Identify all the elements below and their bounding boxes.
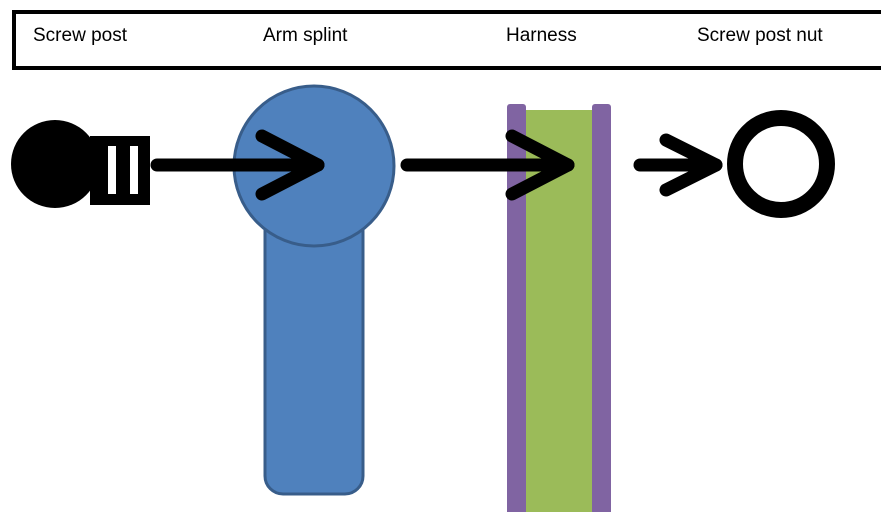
arrow-to-arm-splint (150, 129, 325, 201)
arrow-head (255, 129, 325, 201)
arrow-head (659, 133, 723, 197)
screw-post-head (11, 120, 99, 208)
harness-label: Harness (506, 25, 577, 46)
screw-post-shape (11, 120, 150, 208)
label-header-box (12, 10, 881, 70)
arm-splint-label: Arm splint (263, 25, 348, 46)
screw-post-nut-label: Screw post nut (697, 25, 823, 46)
harness-left-edge (507, 104, 526, 512)
arm-splint-shape (232, 84, 396, 496)
screw-post-shaft (90, 136, 150, 205)
harness-shape (507, 104, 611, 512)
arrow-to-nut (633, 133, 723, 197)
screw-post-slot-2 (130, 146, 138, 194)
arrow-to-harness (400, 129, 575, 201)
screw-post-slot-1 (108, 146, 116, 194)
harness-right-edge (592, 104, 611, 512)
screw-post-label: Screw post (33, 25, 127, 46)
arm-splint-handle (263, 203, 365, 496)
screw-post-nut-ring (727, 110, 835, 218)
arrow-head (505, 129, 575, 201)
